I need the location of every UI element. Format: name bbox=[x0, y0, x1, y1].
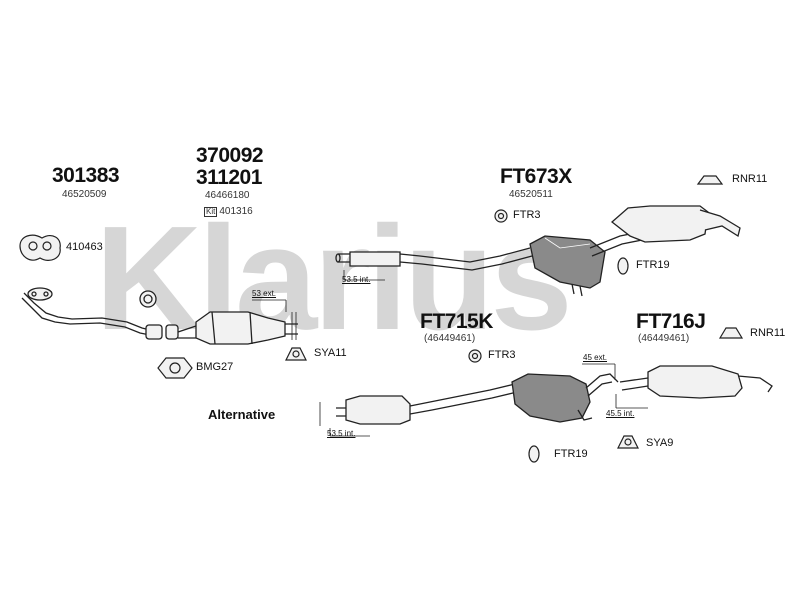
accessory-sya11: SYA11 bbox=[314, 347, 347, 359]
part-number-301383: 301383 bbox=[52, 164, 120, 187]
manifold-flange-icon bbox=[27, 287, 53, 301]
front-downpipe bbox=[21, 297, 151, 336]
accessory-410463: 410463 bbox=[66, 241, 103, 253]
alt-mid-silencer bbox=[345, 395, 411, 425]
pipe-clamp-icon bbox=[139, 290, 157, 308]
alternative-label: Alternative bbox=[208, 407, 276, 422]
oe-number-ft715k: (46449461) bbox=[424, 333, 476, 344]
oe-number-ft716j: (46449461) bbox=[638, 333, 690, 344]
alt-rear-silencer bbox=[647, 365, 743, 399]
oe-number-46466180: 46466180 bbox=[205, 190, 250, 201]
oe-number-46520511: 46520511 bbox=[509, 189, 553, 200]
part-number-ft715k: FT715K bbox=[420, 310, 493, 333]
dimension-53-ext: 53 ext. bbox=[252, 289, 277, 298]
kit-tag: Kit bbox=[204, 207, 218, 217]
part-number-311201: 311201 bbox=[196, 166, 262, 189]
part-number-ft716j: FT716J bbox=[636, 310, 706, 333]
kit-number-text: 401316 bbox=[219, 206, 253, 217]
alt-rear-box bbox=[511, 373, 591, 423]
rear-box-top bbox=[529, 235, 606, 289]
accessory-ftr3-top: FTR3 bbox=[513, 209, 541, 221]
gasket-410463-icon bbox=[19, 234, 61, 261]
accessory-ftr3-bottom: FTR3 bbox=[488, 349, 516, 361]
accessory-sya9: SYA9 bbox=[646, 437, 674, 449]
accessory-bmg27: BMG27 bbox=[196, 361, 234, 373]
rnr11-bottom-icon bbox=[718, 327, 744, 339]
mid-silencer-top bbox=[349, 251, 401, 267]
accessory-ftr19-top: FTR19 bbox=[636, 259, 670, 271]
catalytic-converter bbox=[195, 311, 286, 345]
dimension-53-5-int-bottom: 53.5 int. bbox=[327, 429, 356, 438]
dimension-45-ext: 45 ext. bbox=[583, 353, 608, 362]
rear-silencer-top bbox=[610, 205, 709, 243]
part-number-ft673x: FT673X bbox=[500, 165, 572, 188]
part-number-370092: 370092 bbox=[196, 144, 264, 167]
accessory-rnr11-bottom: RNR11 bbox=[750, 327, 786, 339]
rnr11-top-icon bbox=[696, 175, 724, 185]
oe-number-46520509: 46520509 bbox=[62, 189, 107, 200]
dimension-45-5-int: 45.5 int. bbox=[606, 409, 635, 418]
accessory-ftr19-bottom: FTR19 bbox=[554, 448, 588, 460]
dimension-53-5-int-top: 53.5 int. bbox=[342, 275, 371, 284]
ftr19-top-icon bbox=[617, 257, 629, 275]
flange-joint-icon bbox=[145, 324, 163, 340]
accessory-rnr11-top: RNR11 bbox=[732, 173, 768, 185]
ftr19-bottom-icon bbox=[528, 445, 540, 463]
